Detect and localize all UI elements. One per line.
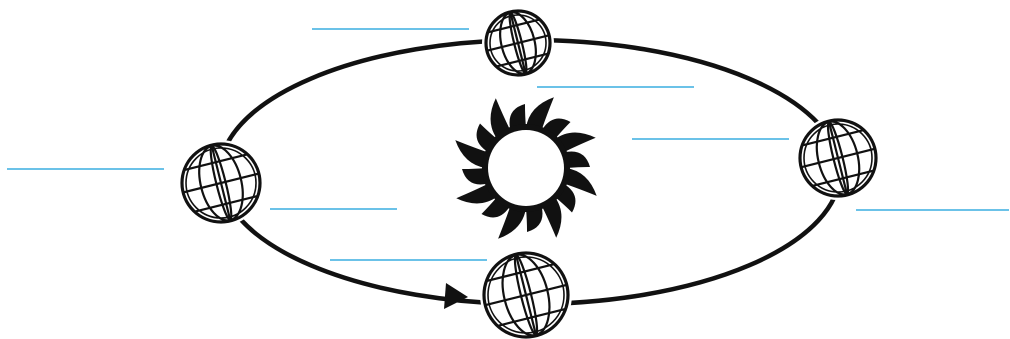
sun-core <box>488 130 564 206</box>
